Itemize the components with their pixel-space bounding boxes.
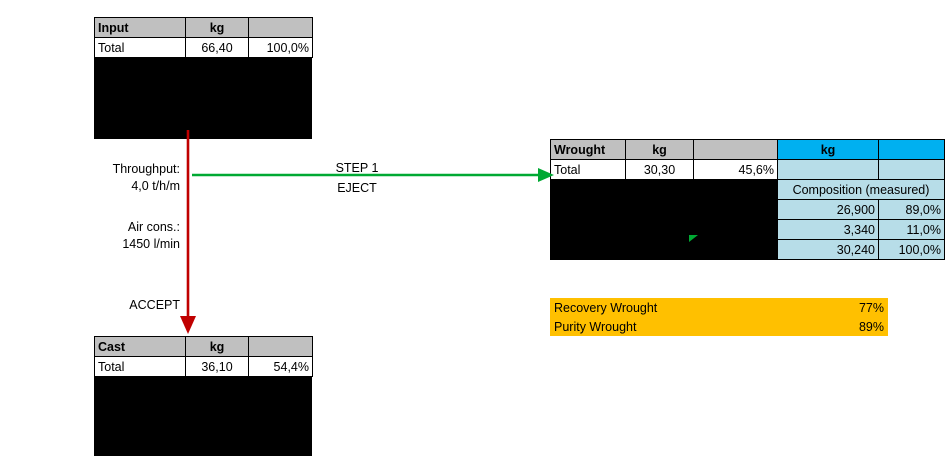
purity-value: 89% — [858, 319, 884, 334]
cast-table-title: Cast — [94, 336, 186, 357]
wrought-table-unit-header: kg — [625, 139, 694, 160]
green-marker-triangle-icon — [689, 235, 698, 242]
air-consumption-note: Air cons.: 1450 l/min — [40, 219, 180, 253]
wrought-total-label: Total — [550, 159, 626, 180]
wrought-measured-unit-header: kg — [777, 139, 879, 160]
wrought-blank-cell — [693, 179, 778, 200]
input-total-pct: 100,0% — [248, 37, 313, 58]
input-table-pct-header — [248, 17, 313, 38]
input-table[interactable]: Input kg Total 66,40 100,0% — [94, 17, 313, 58]
aircons-label: Air cons.: — [127, 220, 180, 234]
cast-table-blank-body — [94, 376, 312, 456]
wrought-total-pct: 45,6% — [693, 159, 778, 180]
wrought-blank-cell — [550, 199, 626, 220]
composition-row-1-kg: 26,900 — [777, 199, 879, 220]
wrought-blank-cell — [550, 179, 626, 200]
input-table-unit-header: kg — [185, 17, 249, 38]
input-table-title: Input — [94, 17, 186, 38]
wrought-blank-cell — [550, 219, 626, 240]
table-row[interactable]: 26,900 89,0% — [550, 199, 945, 220]
wrought-blank-cell — [693, 199, 778, 220]
composition-row-2-kg: 3,340 — [777, 219, 879, 240]
throughput-value: 4,0 t/h/m — [131, 179, 180, 193]
cast-table[interactable]: Cast kg Total 36,10 54,4% — [94, 336, 313, 377]
table-row[interactable]: 3,340 11,0% — [550, 219, 945, 240]
input-table-blank-body — [94, 57, 312, 139]
purity-label: Purity Wrought — [554, 319, 637, 334]
composition-row-2-pct: 11,0% — [878, 219, 945, 240]
summary-row-recovery: Recovery Wrought 77% — [550, 298, 888, 317]
wrought-table[interactable]: Wrought kg kg Total 30,30 45,6% Composit… — [550, 139, 945, 260]
wrought-total-kg: 30,30 — [625, 159, 694, 180]
wrought-measured-total-kg — [777, 159, 879, 180]
wrought-table-title: Wrought — [550, 139, 626, 160]
cast-total-label: Total — [94, 356, 186, 377]
wrought-blank-cell — [625, 179, 694, 200]
table-row[interactable]: Total 30,30 45,6% — [550, 159, 945, 180]
wrought-blank-cell — [693, 239, 778, 260]
table-header-row: Cast kg — [94, 336, 313, 357]
table-row[interactable]: 30,240 100,0% — [550, 239, 945, 260]
summary-box: Recovery Wrought 77% Purity Wrought 89% — [550, 298, 888, 336]
eject-label: EJECT — [337, 181, 377, 195]
throughput-note: Throughput: 4,0 t/h/m — [40, 161, 180, 195]
cast-total-pct: 54,4% — [248, 356, 313, 377]
wrought-blank-cell — [625, 219, 694, 240]
composition-row-3-kg: 30,240 — [777, 239, 879, 260]
composition-row-1-pct: 89,0% — [878, 199, 945, 220]
wrought-blank-cell — [625, 199, 694, 220]
wrought-measured-pct-header — [878, 139, 945, 160]
composition-row-3-pct: 100,0% — [878, 239, 945, 260]
table-row[interactable]: Total 66,40 100,0% — [94, 37, 313, 58]
wrought-measured-total-pct — [878, 159, 945, 180]
recovery-value: 77% — [858, 300, 884, 315]
composition-title: Composition (measured) — [777, 179, 945, 200]
summary-row-purity: Purity Wrought 89% — [550, 317, 888, 336]
input-total-kg: 66,40 — [185, 37, 249, 58]
wrought-blank-cell — [693, 219, 778, 240]
table-row[interactable]: Total 36,10 54,4% — [94, 356, 313, 377]
wrought-table-pct-header — [693, 139, 778, 160]
table-header-row: Input kg — [94, 17, 313, 38]
cast-table-unit-header: kg — [185, 336, 249, 357]
table-row: Composition (measured) — [550, 179, 945, 200]
cast-total-kg: 36,10 — [185, 356, 249, 377]
aircons-value: 1450 l/min — [122, 237, 180, 251]
throughput-label: Throughput: — [112, 162, 180, 176]
recovery-label: Recovery Wrought — [554, 300, 658, 315]
step1-label: STEP 1 — [335, 161, 379, 175]
input-total-label: Total — [94, 37, 186, 58]
table-header-row: Wrought kg kg — [550, 139, 945, 160]
wrought-blank-cell — [550, 239, 626, 260]
wrought-blank-cell — [625, 239, 694, 260]
cast-table-pct-header — [248, 336, 313, 357]
accept-label: ACCEPT — [129, 298, 180, 312]
